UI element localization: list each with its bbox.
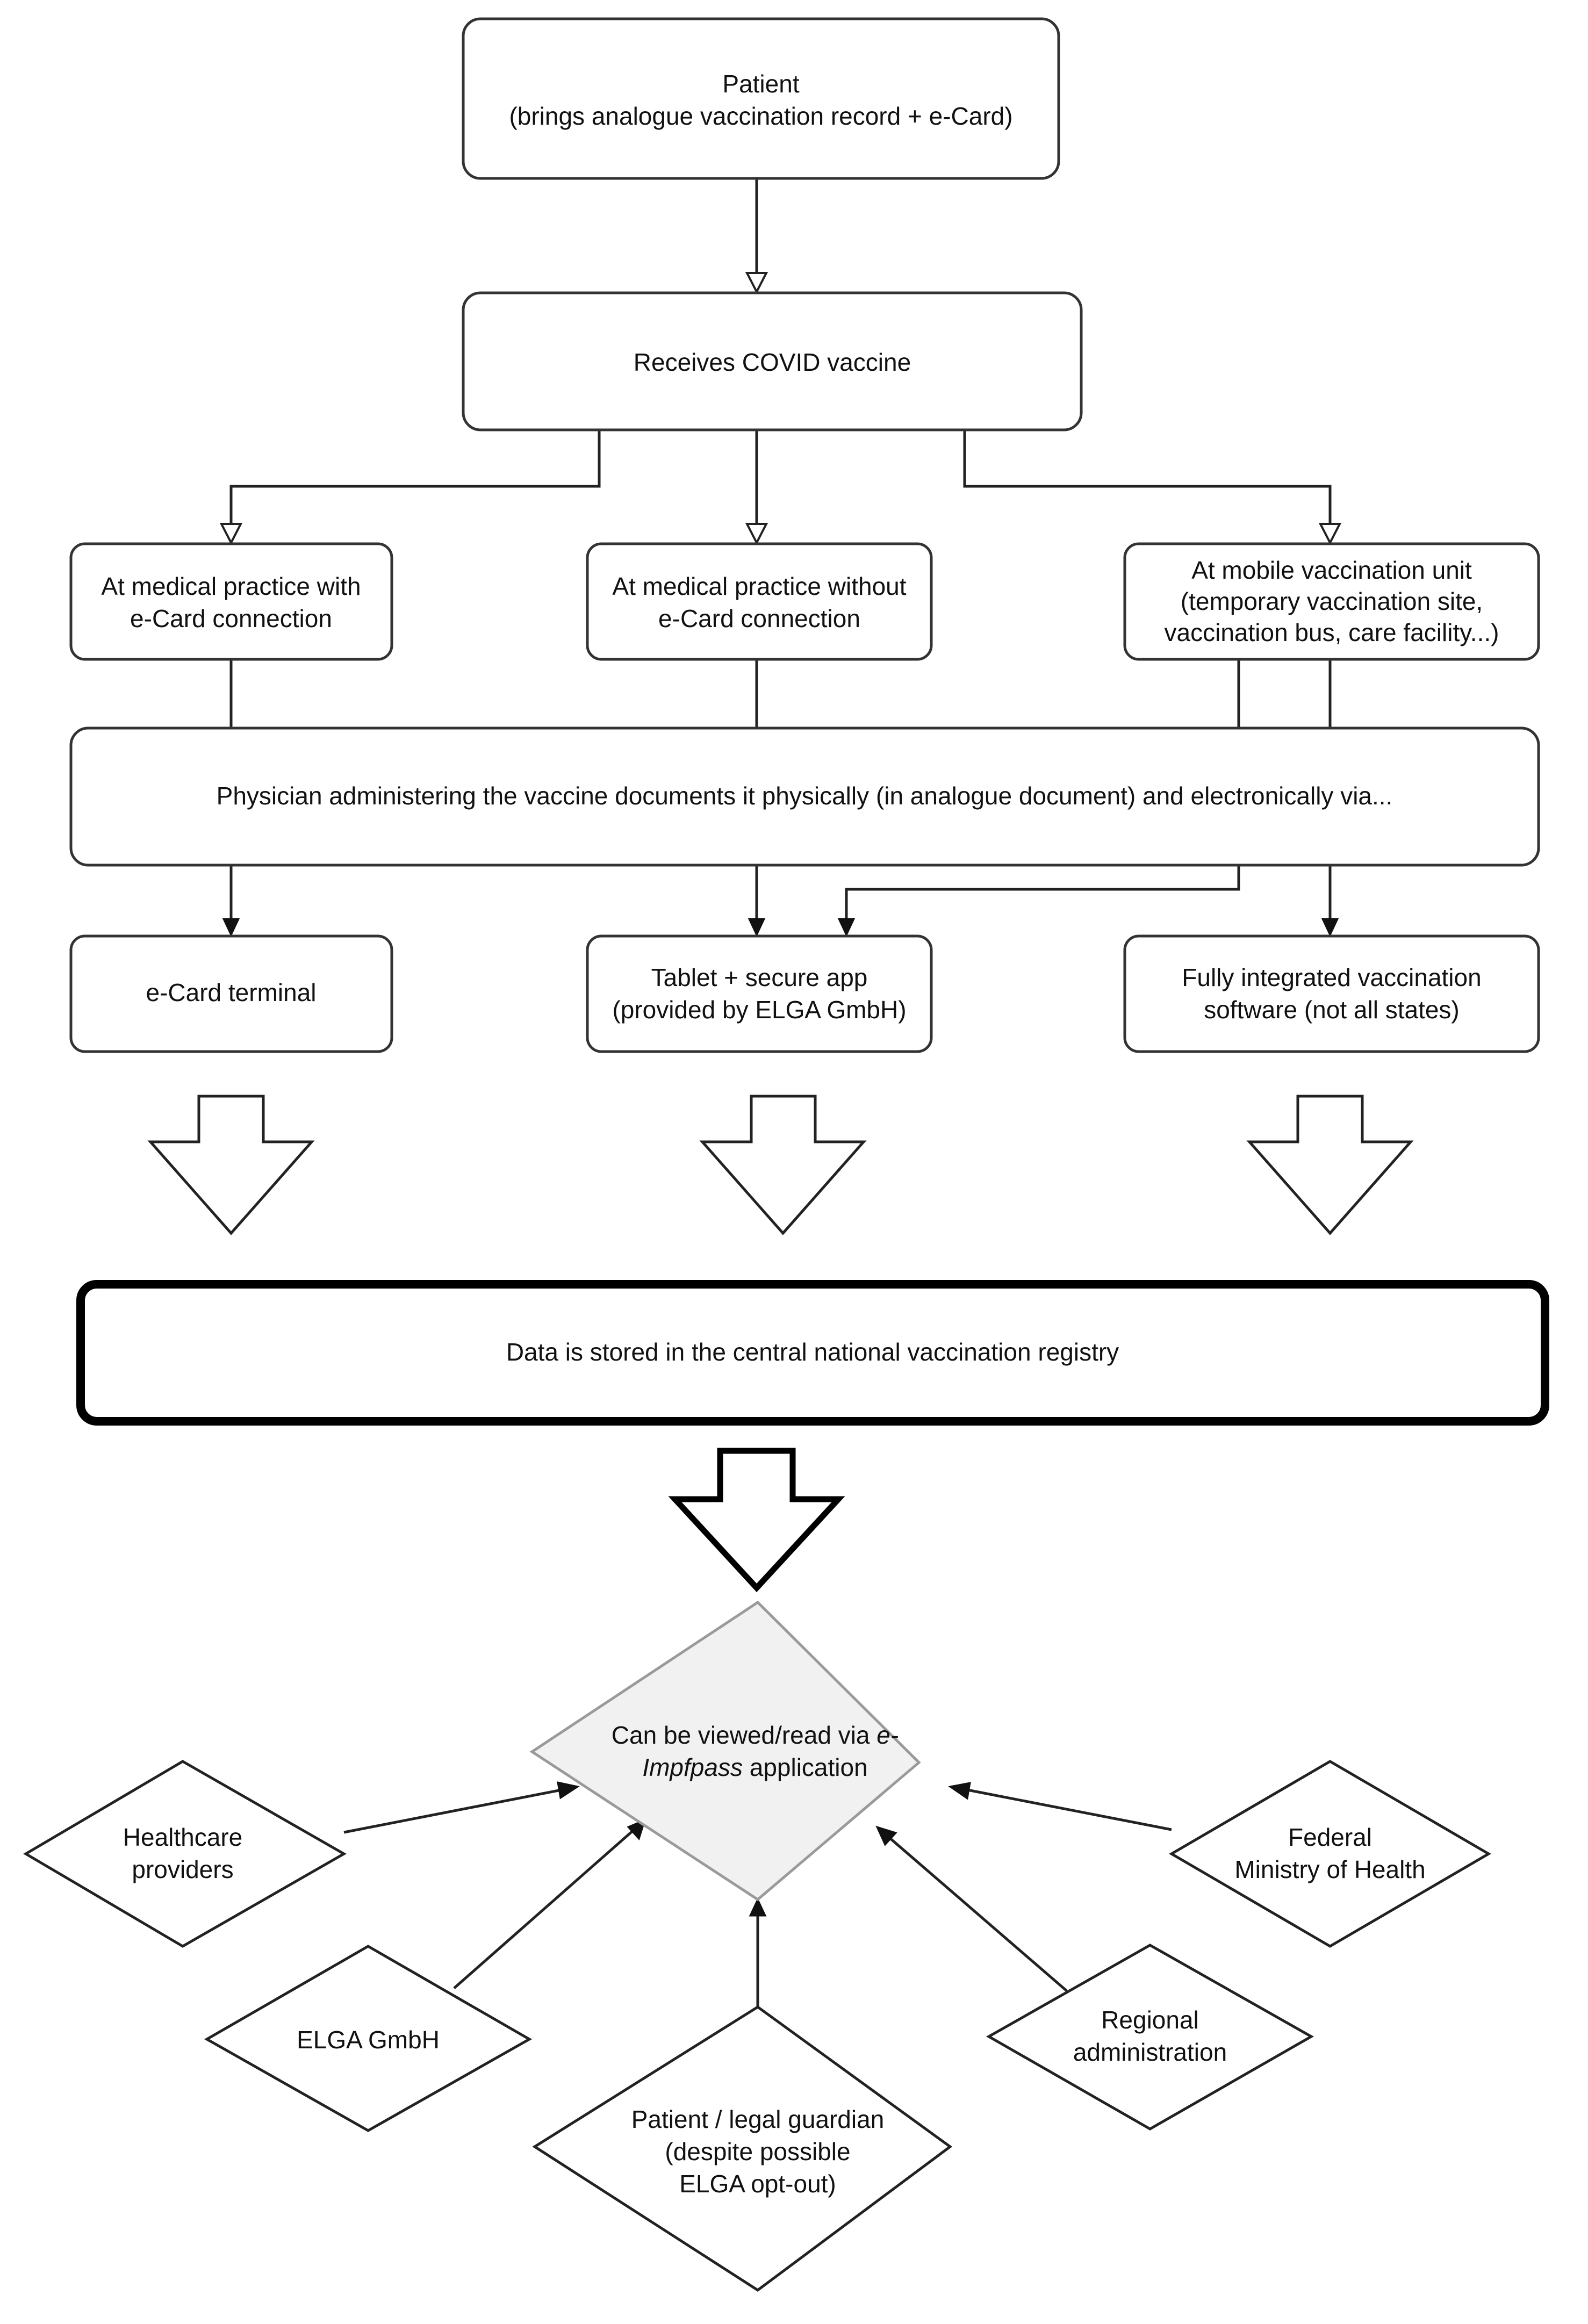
edge-receives-practice-with xyxy=(229,430,601,524)
node-label: (temporary vaccination site, xyxy=(1181,587,1483,615)
node-label-part: Can be viewed/read via xyxy=(612,1721,877,1749)
arrowhead-solid xyxy=(627,1818,646,1840)
node-label: providers xyxy=(132,1855,233,1883)
node-label: Receives COVID vaccine xyxy=(634,348,911,376)
node-registry: Data is stored in the central national v… xyxy=(76,1280,1549,1426)
node-label: Patient xyxy=(722,70,799,98)
node-receives-vaccine: Receives COVID vaccine xyxy=(462,291,1083,431)
node-mobile-unit: At mobile vaccination unit (temporary va… xyxy=(1123,542,1540,661)
arrowhead-solid xyxy=(948,1782,971,1800)
node-patient-box xyxy=(462,17,1060,180)
flow-arrows xyxy=(147,1095,1414,1593)
arrowhead-solid xyxy=(749,1897,767,1917)
node-practice-without-ecard: At medical practice without e-Card conne… xyxy=(586,542,933,661)
big-down-arrow-software xyxy=(1246,1095,1414,1235)
node-patient: Patient (brings analogue vaccination rec… xyxy=(462,17,1060,180)
arrowhead-solid xyxy=(875,1825,897,1846)
node-label-part: application xyxy=(743,1753,868,1781)
node-label: Healthcare xyxy=(123,1823,242,1851)
edge-receives-mobile xyxy=(963,430,1332,524)
node-eimpfpass: Can be viewed/read via e- Impfpass appli… xyxy=(529,1600,921,1902)
node-healthcare-diamond xyxy=(23,1760,347,1948)
node-label: Fully integrated vaccination xyxy=(1182,963,1481,991)
node-label: At medical practice with xyxy=(101,572,361,600)
node-label: vaccination bus, care facility...) xyxy=(1165,618,1499,646)
node-receives-box xyxy=(462,291,1083,431)
arrowhead-solid xyxy=(222,918,240,937)
node-label: Data is stored in the central national v… xyxy=(506,1338,1119,1366)
node-eimpfpass-diamond xyxy=(529,1600,921,1902)
node-physician-box xyxy=(69,726,1540,867)
node-integrated-software: Fully integrated vaccination software (n… xyxy=(1123,934,1540,1053)
arrowhead-open xyxy=(219,523,243,545)
node-label: Physician administering the vaccine docu… xyxy=(217,782,1393,810)
arrowhead-solid xyxy=(557,1781,580,1800)
node-mobile-box xyxy=(1123,542,1540,661)
node-label: e-Card connection xyxy=(658,605,860,632)
arrowhead-solid xyxy=(748,918,766,937)
edge-healthcare-eimpfpass xyxy=(343,1788,565,1834)
node-guardian-diamond xyxy=(532,2005,953,2292)
node-physician: Physician administering the vaccine docu… xyxy=(69,726,1540,867)
node-ministry-diamond xyxy=(1169,1760,1491,1948)
node-healthcare-providers: Healthcare providers xyxy=(23,1760,347,1948)
edge-elga-eimpfpass xyxy=(453,1829,635,1989)
node-label: Regional xyxy=(1101,2006,1199,2034)
node-tablet-app: Tablet + secure app (provided by ELGA Gm… xyxy=(586,934,933,1053)
arrowhead-solid xyxy=(837,918,856,937)
node-label: software (not all states) xyxy=(1204,996,1460,1024)
node-practice-with-ecard: At medical practice with e-Card connecti… xyxy=(69,542,393,661)
node-tablet-box xyxy=(586,934,933,1053)
node-label: Impfpass application xyxy=(642,1753,867,1781)
big-down-arrow-ecard xyxy=(147,1095,315,1235)
arrowhead-open xyxy=(1318,523,1342,545)
node-label: At medical practice without xyxy=(612,572,906,600)
node-patient-guardian: Patient / legal guardian (despite possib… xyxy=(532,2005,953,2292)
node-registry-box xyxy=(76,1280,1549,1426)
node-ecard-terminal: e-Card terminal xyxy=(69,934,393,1053)
node-label-part: e- xyxy=(876,1721,899,1749)
edge-regional-eimpfpass xyxy=(888,1837,1068,1992)
node-label: e-Card terminal xyxy=(146,978,317,1006)
node-label: (brings analogue vaccination record + e-… xyxy=(509,102,1012,130)
node-label: Ministry of Health xyxy=(1234,1855,1425,1883)
node-label: ELGA opt-out) xyxy=(679,2170,836,2198)
edge-ministry-eimpfpass xyxy=(964,1788,1172,1831)
node-label-part: Impfpass xyxy=(642,1753,743,1781)
arrowhead-solid xyxy=(1321,918,1339,937)
node-label: administration xyxy=(1073,2038,1227,2066)
node-practice-without-box xyxy=(586,542,933,661)
node-label: At mobile vaccination unit xyxy=(1191,556,1472,584)
node-software-box xyxy=(1123,934,1540,1053)
node-elga-gmbh: ELGA GmbH xyxy=(204,1945,533,2132)
node-elga-diamond xyxy=(204,1945,533,2132)
node-label: Federal xyxy=(1288,1823,1372,1851)
connectors xyxy=(219,178,1342,2007)
node-regional-administration: Regional administration xyxy=(986,1944,1314,2131)
node-regional-diamond xyxy=(986,1944,1314,2131)
node-practice-with-box xyxy=(69,542,393,661)
node-label: (provided by ELGA GmbH) xyxy=(612,996,906,1024)
arrowhead-open xyxy=(745,272,768,294)
node-ministry-health: Federal Ministry of Health xyxy=(1169,1760,1491,1948)
node-label: Tablet + secure app xyxy=(651,963,868,991)
node-label: Patient / legal guardian xyxy=(631,2105,885,2133)
node-label: e-Card connection xyxy=(130,605,332,632)
arrowhead-open xyxy=(745,523,768,545)
big-down-arrow-registry xyxy=(668,1448,845,1593)
big-down-arrow-tablet xyxy=(699,1095,867,1235)
edge-mobile-tablet xyxy=(845,865,1240,919)
node-ecard-box xyxy=(69,934,393,1053)
node-label: ELGA GmbH xyxy=(297,2026,440,2054)
node-label: Can be viewed/read via e- xyxy=(612,1721,899,1749)
node-label: (despite possible xyxy=(665,2138,850,2165)
